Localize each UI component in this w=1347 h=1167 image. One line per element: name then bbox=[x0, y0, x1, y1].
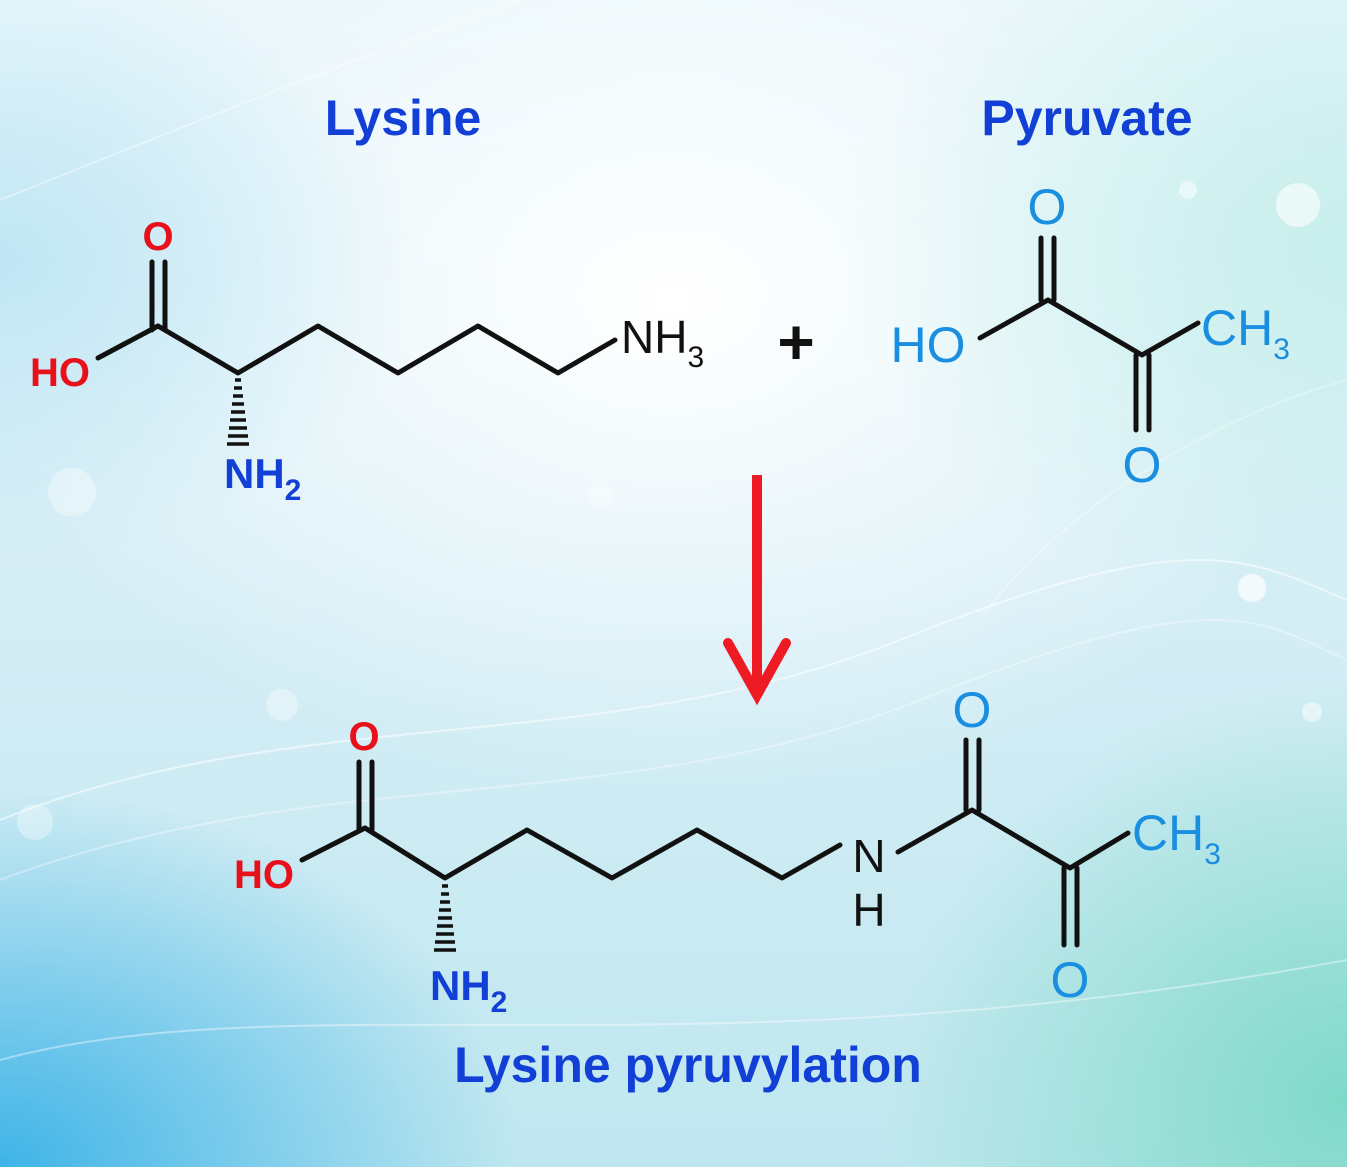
product-methyl-label: CH bbox=[1132, 805, 1204, 861]
pyruvate-methyl-label: CH bbox=[1201, 300, 1273, 356]
pyruvate-hydroxyl-bond bbox=[977, 297, 1051, 341]
reaction-arrow-head bbox=[723, 638, 791, 706]
pyruvate-hydroxyl-label: HO bbox=[891, 317, 966, 373]
product-methyl: CH3 bbox=[1132, 805, 1221, 871]
pyruvate-carbon-chain bbox=[1045, 297, 1201, 358]
product-carbon-chain bbox=[362, 825, 843, 881]
product-title: Lysine pyruvylation bbox=[454, 1037, 922, 1093]
lysine-title: Lysine bbox=[325, 90, 482, 146]
pyruvate-title: Pyruvate bbox=[981, 90, 1192, 146]
product-carbonyl-oxygen: O bbox=[348, 715, 379, 759]
bokeh-decoration bbox=[17, 181, 1322, 840]
lysine-hydroxyl-bond bbox=[95, 323, 161, 361]
background-decoration bbox=[0, 0, 1347, 1060]
product-hydroxyl-label: HO bbox=[234, 853, 294, 897]
product-alpha-amine: NH2 bbox=[430, 962, 507, 1019]
pyruvate-methyl: CH3 bbox=[1201, 300, 1290, 366]
lysine-hashed-wedge bbox=[227, 378, 249, 446]
lysine-terminal-amine: NH3 bbox=[621, 311, 704, 374]
reaction-arrow bbox=[723, 475, 791, 706]
lysine-alpha-amine-label: NH bbox=[224, 450, 285, 497]
lysine-hydroxyl-label: HO bbox=[30, 351, 90, 395]
product-amide-oxygen: O bbox=[953, 682, 992, 738]
pyruvate-acid-oxygen: O bbox=[1028, 179, 1067, 235]
product-keto-oxygen: O bbox=[1051, 952, 1090, 1008]
lysine-terminal-amine-subscript: 3 bbox=[687, 341, 704, 374]
product-alpha-amine-label: NH bbox=[430, 962, 491, 1009]
product-structure: O HO NH2 N H O O CH3 bbox=[234, 682, 1221, 1019]
product-hydroxyl-bond bbox=[299, 825, 368, 863]
lysine-alpha-amine: NH2 bbox=[224, 450, 301, 507]
product-amide-hydrogen: H bbox=[852, 884, 885, 936]
lysine-structure: O HO NH2 NH3 bbox=[30, 215, 704, 507]
pyruvate-keto-oxygen: O bbox=[1123, 437, 1162, 493]
product-alpha-amine-subscript: 2 bbox=[491, 986, 508, 1019]
product-amide-nitrogen: N bbox=[852, 830, 885, 882]
product-hashed-wedge bbox=[434, 884, 456, 952]
plus-sign: + bbox=[777, 306, 814, 378]
lysine-carbon-chain bbox=[155, 323, 618, 376]
lysine-terminal-amine-label: NH bbox=[621, 311, 687, 363]
lysine-carbonyl-oxygen: O bbox=[142, 215, 173, 259]
pyruvate-methyl-subscript: 3 bbox=[1273, 333, 1290, 366]
lysine-alpha-amine-subscript: 2 bbox=[285, 474, 302, 507]
product-amide-chain bbox=[895, 807, 1131, 871]
product-methyl-subscript: 3 bbox=[1204, 838, 1221, 871]
pyruvate-structure: O HO O CH3 bbox=[891, 179, 1290, 493]
